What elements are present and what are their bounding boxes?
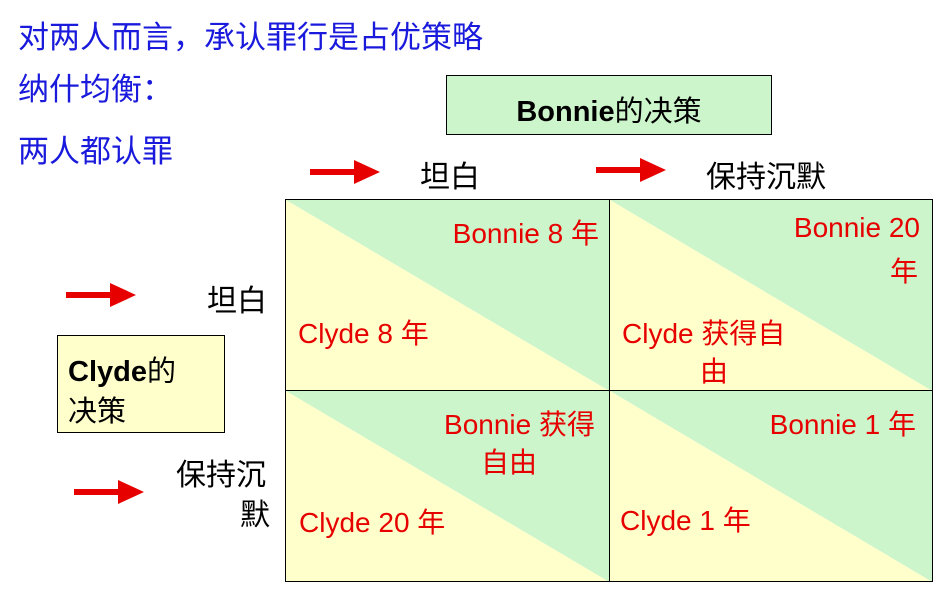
column-header-silent: 保持沉默 [706, 160, 826, 195]
cell-background [610, 200, 932, 390]
bonnie-decision-label: 的决策 [614, 94, 702, 128]
row-header-silent-2: 默 [240, 498, 270, 533]
cell-background [286, 391, 609, 581]
bonnie-decision-box: Bonnie的决策 [446, 75, 772, 135]
clyde-payoff-line-2: 由 [700, 356, 729, 387]
arrow-right-icon [596, 158, 666, 182]
payoff-cell-silent-silent: Bonnie 1 年 Clyde 1 年 [609, 390, 933, 582]
clyde-decision-label-1: 的 [146, 354, 176, 388]
payoff-cell-silent-confess: Bonnie 获得 自由 Clyde 20 年 [285, 390, 610, 582]
row-header-silent-1: 保持沉 [176, 458, 266, 493]
arrow-right-icon [74, 480, 144, 504]
clyde-name: Clyde [68, 356, 147, 388]
bonnie-payoff-line-1: Bonnie 获得 [444, 409, 595, 440]
clyde-decision-label-2: 决策 [68, 394, 127, 428]
clyde-decision-box: Clyde的 决策 [57, 335, 225, 433]
clyde-payoff: Clyde 8 年 [298, 318, 429, 349]
column-header-confess: 坦白 [420, 160, 480, 195]
row-header-confess: 坦白 [207, 284, 267, 319]
bonnie-payoff-line-1: Bonnie 20 [793, 212, 920, 243]
bonnie-payoff: Bonnie 8 年 [452, 218, 599, 249]
heading-line-2: 纳什均衡： [18, 72, 173, 108]
cell-background [610, 391, 932, 581]
clyde-payoff: Clyde 1 年 [620, 505, 751, 536]
arrow-right-icon [66, 283, 136, 307]
bonnie-payoff: Bonnie 1 年 [769, 409, 916, 440]
payoff-cell-confess-confess: Bonnie 8 年 Clyde 8 年 [285, 199, 610, 391]
bonnie-payoff-line-2: 自由 [481, 447, 538, 478]
arrow-right-icon [310, 160, 380, 184]
clyde-payoff: Clyde 20 年 [299, 507, 446, 538]
payoff-cell-confess-silent: Bonnie 20 年 Clyde 获得自 由 [609, 199, 933, 391]
clyde-payoff-line-1: Clyde 获得自 [622, 318, 786, 349]
cell-background [286, 200, 609, 390]
bonnie-payoff-line-2: 年 [889, 256, 918, 287]
bonnie-name: Bonnie [516, 96, 615, 128]
heading-line-1: 对两人而言，承认罪行是占优策略 [18, 20, 483, 56]
heading-line-3: 两人都认罪 [18, 134, 173, 170]
